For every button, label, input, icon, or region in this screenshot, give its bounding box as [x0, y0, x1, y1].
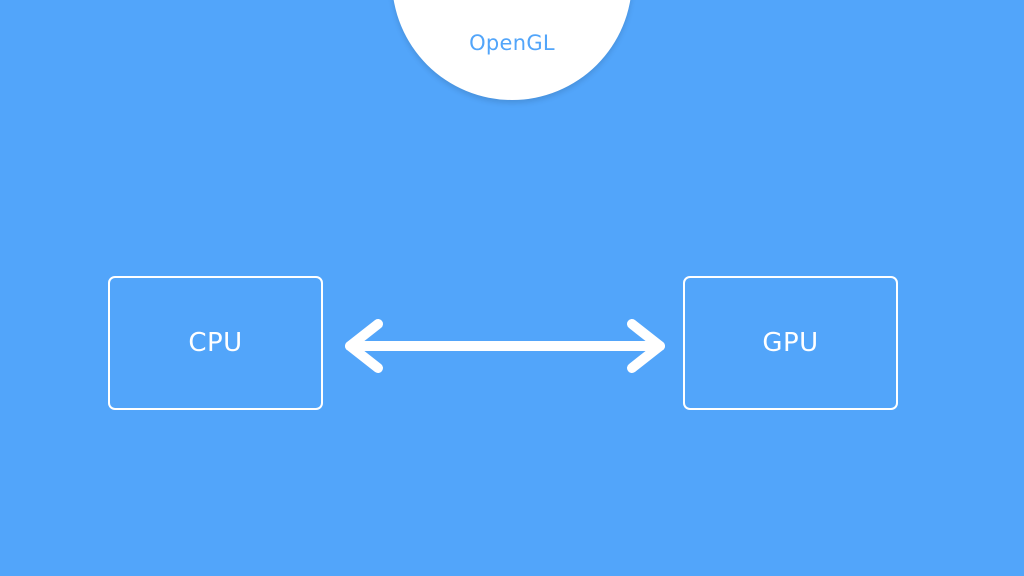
cpu-label: CPU [188, 328, 243, 358]
diagram-title: OpenGL [469, 31, 555, 55]
double-headed-arrow-icon [345, 319, 665, 373]
arrow-head-left [345, 319, 383, 373]
cpu-node: CPU [108, 276, 323, 410]
gpu-node: GPU [683, 276, 898, 410]
arrow-head-right [627, 319, 665, 373]
gpu-label: GPU [762, 328, 819, 358]
